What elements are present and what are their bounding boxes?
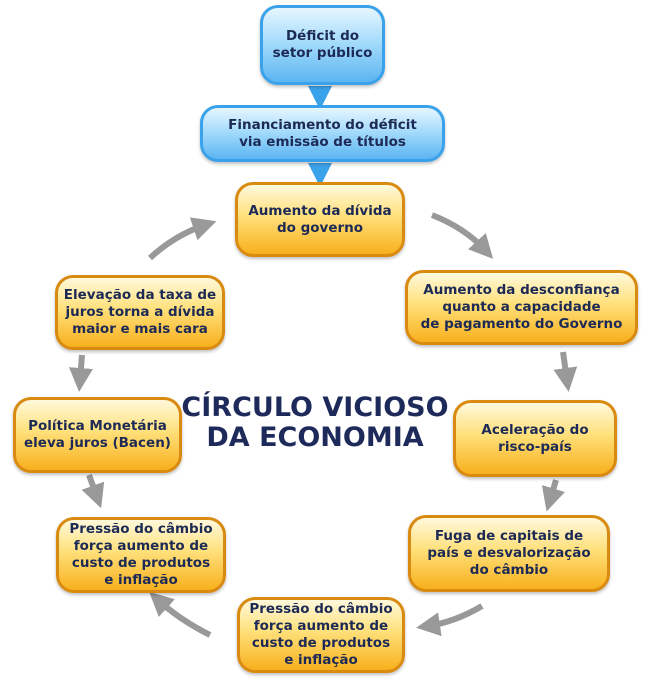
box-divida: Aumento da dívida do governo — [235, 182, 405, 257]
box-elevacao: Elevação da taxa de juros torna a dívida… — [55, 275, 225, 350]
box-risco: Aceleração do risco-país — [453, 400, 617, 477]
arrow — [81, 473, 105, 509]
box-fuga: Fuga de capitais de país e desvalorizaçã… — [408, 515, 610, 592]
arrow — [553, 351, 578, 392]
box-deficit: Déficit do setor público — [260, 5, 385, 85]
arrow — [147, 217, 217, 261]
box-financiamento: Financiamento do déficit via emissão de … — [200, 105, 445, 162]
box-desconfianca: Aumento da desconfiança quanto a capacid… — [405, 270, 638, 345]
box-pressao-left: Pressão do câmbio força aumento de custo… — [56, 517, 226, 593]
arrow — [430, 212, 494, 259]
box-politica: Política Monetária eleva juros (Bacen) — [13, 397, 182, 473]
box-pressao-bottom: Pressão do câmbio força aumento de custo… — [237, 597, 405, 673]
arrow — [68, 354, 93, 392]
arrow — [149, 591, 212, 638]
diagram-title: CÍRCULO VICIOSO DA ECONOMIA — [181, 392, 449, 453]
arrow — [416, 603, 484, 637]
arrow — [541, 479, 565, 512]
